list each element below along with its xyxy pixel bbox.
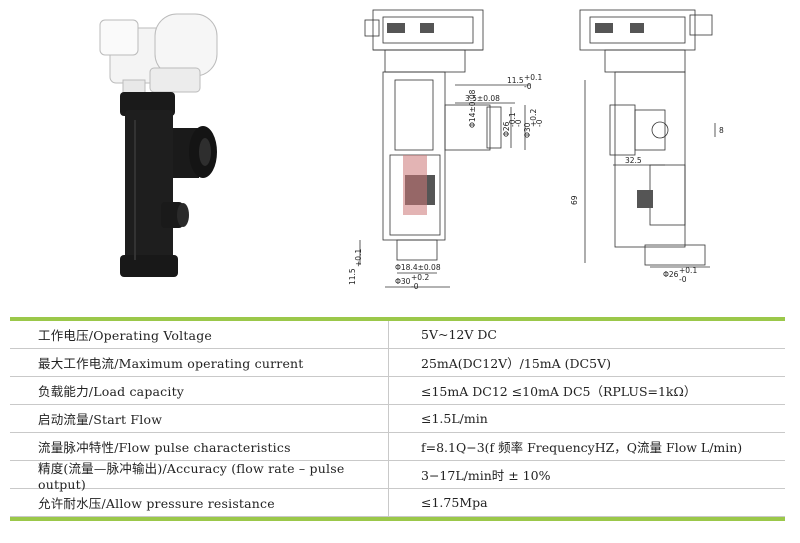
spec-value: ≤15mA DC12 ≤10mA DC5（RPLUS=1kΩ） xyxy=(388,377,785,404)
spec-label: 最大工作电流/Maximum operating current xyxy=(38,356,304,371)
sensor-body xyxy=(120,92,217,277)
table-bottom-bar xyxy=(10,517,785,521)
spec-label: 工作电压/Operating Voltage xyxy=(38,328,213,343)
dim-bottom: Φ26 xyxy=(663,270,679,279)
spec-label: 精度(流量—脉冲输出)/Accuracy (flow rate – pulse … xyxy=(38,460,345,492)
table-top-bar xyxy=(10,317,785,321)
spec-label: 负载能力/Load capacity xyxy=(38,384,185,399)
dim-top: 11.5 xyxy=(507,76,524,85)
dim-bottom-outer-tol-minus: -0 xyxy=(411,282,419,291)
table-row: 最大工作电流/Maximum operating current 25mA(DC… xyxy=(10,349,785,377)
dim-top-tol-plus: +0.1 xyxy=(524,73,542,82)
spec-label: 启动流量/Start Flow xyxy=(38,412,163,427)
dim-left-tol: +0.1 xyxy=(354,249,363,267)
sensor-cap xyxy=(99,13,218,95)
side-drawing: 69 32.5 8 Φ26 +0.1 -0 xyxy=(570,9,724,284)
dim-outer2: Φ30 xyxy=(523,122,532,138)
spec-value: 5V~12V DC xyxy=(388,321,785,348)
dim-inner: Φ14±0.08 xyxy=(468,89,477,128)
spec-value: f=8.1Q−3(f 频率 FrequencyHZ，Q流量 Flow L/min… xyxy=(388,433,785,460)
dim-left: 11.5 xyxy=(348,268,357,285)
table-row: 精度(流量—脉冲输出)/Accuracy (flow rate – pulse … xyxy=(10,460,785,492)
table-row: 启动流量/Start Flow ≤1.5L/min xyxy=(10,405,785,433)
section-drawing: 11.5 +0.1 -0 3.5±0.08 Φ14±0.08 Φ26 -0.1 … xyxy=(348,9,544,291)
table-row: 工作电压/Operating Voltage 5V~12V DC xyxy=(10,321,785,349)
dim-port: 3.5±0.08 xyxy=(465,94,500,103)
dim-bottom-outer-tol-plus: +0.2 xyxy=(411,273,429,282)
dim-bottom-inner: Φ18.4±0.08 xyxy=(395,263,441,272)
table-row: 允许耐水压/Allow pressure resistance ≤1.75Mpa xyxy=(10,489,785,517)
spec-value: 3−17L/min时 ± 10% xyxy=(388,461,785,488)
spec-value: ≤1.75Mpa xyxy=(388,489,785,516)
spec-label: 允许耐水压/Allow pressure resistance xyxy=(38,496,275,511)
table-row: 负载能力/Load capacity ≤15mA DC12 ≤10mA DC5（… xyxy=(10,377,785,405)
spec-value: 25mA(DC12V）/15mA (DC5V) xyxy=(388,349,785,376)
spec-table: 工作电压/Operating Voltage 5V~12V DC 最大工作电流/… xyxy=(10,317,785,521)
dim-bottom-outer: Φ30 xyxy=(395,277,411,286)
spec-value: ≤1.5L/min xyxy=(388,405,785,432)
dim-outer1-tol-plus: -0.1 xyxy=(508,112,517,127)
dim-side: 8 xyxy=(719,126,724,135)
dim-outer1: Φ26 xyxy=(502,121,511,137)
dim-outer2-tol-plus: +0.2 xyxy=(529,109,538,127)
dim-width: 32.5 xyxy=(625,156,642,165)
dim-outer2-tol-minus: -0 xyxy=(535,119,544,127)
dim-top-tol-minus: -0 xyxy=(524,82,532,91)
spec-label: 流量脉冲特性/Flow pulse characteristics xyxy=(38,440,291,455)
table-row: 流量脉冲特性/Flow pulse characteristics f=8.1Q… xyxy=(10,433,785,461)
dim-bottom-tol-minus: -0 xyxy=(679,275,687,284)
product-photo xyxy=(99,13,218,277)
dim-height: 69 xyxy=(570,195,579,205)
dim-outer1-tol-minus: -0 xyxy=(514,119,523,127)
dim-bottom-tol-plus: +0.1 xyxy=(679,266,697,275)
